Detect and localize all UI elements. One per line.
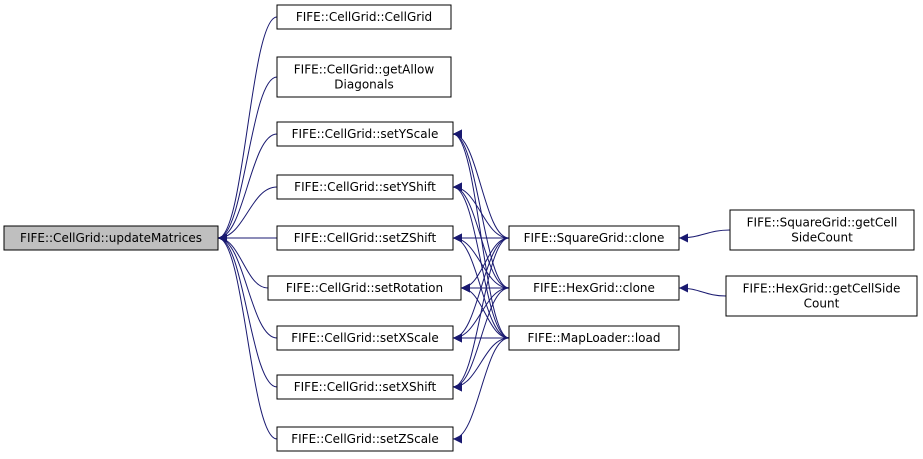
node-update-box: [3, 225, 219, 251]
node-setyscale[interactable]: FIFE::CellGrid::setYScale: [276, 121, 454, 147]
nodes-layer: FIFE::CellGrid::updateMatricesFIFE::Cell…: [3, 4, 918, 452]
node-setzscale-box: [276, 426, 454, 452]
node-sqclone-label-line-0: FIFE::SquareGrid::clone: [524, 231, 665, 245]
node-sqgetcell-box: [729, 209, 915, 251]
node-hexgetcell-label-line-0: FIFE::HexGrid::getCellSide: [743, 282, 901, 296]
node-getallow-box: [276, 56, 452, 98]
edge-mapload-to-setzscale: [452, 337, 510, 444]
node-setxshift-box: [276, 374, 454, 400]
node-setxscale-box: [276, 325, 454, 351]
node-update-label-line-0: FIFE::CellGrid::updateMatrices: [20, 231, 202, 245]
node-getallow-label-line-0: FIFE::CellGrid::getAllow: [294, 63, 435, 77]
node-getallow-label-line-1: Diagonals: [334, 78, 393, 92]
edge-setyscale-to-update: [217, 133, 278, 243]
node-hexgetcell-box: [725, 275, 918, 317]
node-setyshift-box: [276, 174, 454, 200]
edge-setrotation-to-update: [217, 233, 269, 289]
edge-setzscale-to-update: [217, 233, 278, 440]
edge-hexclone-to-setyscale: [452, 129, 510, 289]
node-cellgrid-box: [276, 4, 452, 30]
edges-layer: [217, 16, 731, 444]
node-setyscale-box: [276, 121, 454, 147]
edge-sqgetcell-to-sqclone: [678, 229, 731, 243]
node-sqgetcell-label-line-1: SideCount: [791, 231, 853, 245]
node-setyshift[interactable]: FIFE::CellGrid::setYShift: [276, 174, 454, 200]
node-setzshift-label-line-0: FIFE::CellGrid::setZShift: [294, 231, 437, 245]
node-setrotation[interactable]: FIFE::CellGrid::setRotation: [267, 275, 462, 301]
node-setzshift[interactable]: FIFE::CellGrid::setZShift: [276, 225, 454, 251]
edge-sqclone-to-setyscale: [452, 129, 510, 239]
node-setxscale[interactable]: FIFE::CellGrid::setXScale: [276, 325, 454, 351]
node-setxshift[interactable]: FIFE::CellGrid::setXShift: [276, 374, 454, 400]
node-setzshift-box: [276, 225, 454, 251]
node-hexclone-box: [508, 275, 680, 301]
node-setzscale[interactable]: FIFE::CellGrid::setZScale: [276, 426, 454, 452]
node-sqclone-box: [508, 225, 680, 251]
edge-sqclone-to-setxshift: [452, 237, 510, 392]
edge-sqclone-to-setyshift: [452, 182, 510, 239]
node-hexclone[interactable]: FIFE::HexGrid::clone: [508, 275, 680, 301]
edge-mapload-to-setxshift: [452, 337, 510, 392]
node-setzscale-label-line-0: FIFE::CellGrid::setZScale: [291, 432, 439, 446]
node-hexclone-label-line-0: FIFE::HexGrid::clone: [533, 281, 655, 295]
edge-hexgetcell-to-hexclone: [678, 283, 727, 297]
node-mapload-box: [508, 325, 680, 351]
edge-setyshift-to-update: [217, 186, 278, 243]
edge-cellgrid-to-update: [217, 16, 278, 243]
node-sqclone[interactable]: FIFE::SquareGrid::clone: [508, 225, 680, 251]
edge-setxshift-to-update: [217, 233, 278, 388]
edge-getallow-to-update: [217, 76, 278, 243]
node-setrotation-label-line-0: FIFE::CellGrid::setRotation: [286, 281, 443, 295]
node-setxscale-label-line-0: FIFE::CellGrid::setXScale: [291, 331, 439, 345]
node-update[interactable]: FIFE::CellGrid::updateMatrices: [3, 225, 219, 251]
node-hexgetcell-label-line-1: Count: [804, 297, 840, 311]
node-setyshift-label-line-0: FIFE::CellGrid::setYShift: [294, 180, 436, 194]
node-mapload[interactable]: FIFE::MapLoader::load: [508, 325, 680, 351]
node-cellgrid[interactable]: FIFE::CellGrid::CellGrid: [276, 4, 452, 30]
edge-mapload-to-setrotation: [460, 283, 510, 339]
node-cellgrid-label-line-0: FIFE::CellGrid::CellGrid: [296, 10, 432, 24]
node-setyscale-label-line-0: FIFE::CellGrid::setYScale: [292, 127, 439, 141]
node-setrotation-box: [267, 275, 462, 301]
node-sqgetcell-label-line-0: FIFE::SquareGrid::getCell: [747, 216, 898, 230]
node-setxshift-label-line-0: FIFE::CellGrid::setXShift: [294, 380, 437, 394]
node-mapload-label-line-0: FIFE::MapLoader::load: [528, 331, 661, 345]
